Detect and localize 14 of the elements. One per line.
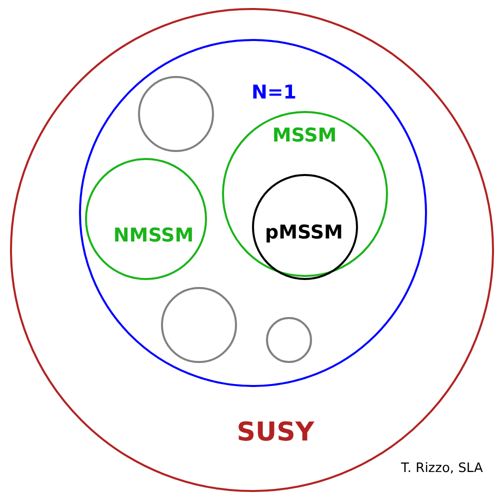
set-label: SUSY xyxy=(236,418,314,447)
set-circle xyxy=(85,158,207,280)
set-circle xyxy=(252,174,358,280)
set-circle xyxy=(78,38,426,386)
set-circle xyxy=(222,111,388,277)
set-label: MSSM xyxy=(272,125,337,146)
empty-circle xyxy=(266,317,312,363)
set-label: NMSSM xyxy=(113,225,194,246)
set-label: N=1 xyxy=(251,82,297,104)
set-label: pMSSM xyxy=(265,222,343,244)
credit-text: T. Rizzo, SLA xyxy=(401,461,483,476)
set-circle xyxy=(10,8,494,492)
empty-circle xyxy=(161,287,237,363)
empty-circle xyxy=(138,76,214,152)
